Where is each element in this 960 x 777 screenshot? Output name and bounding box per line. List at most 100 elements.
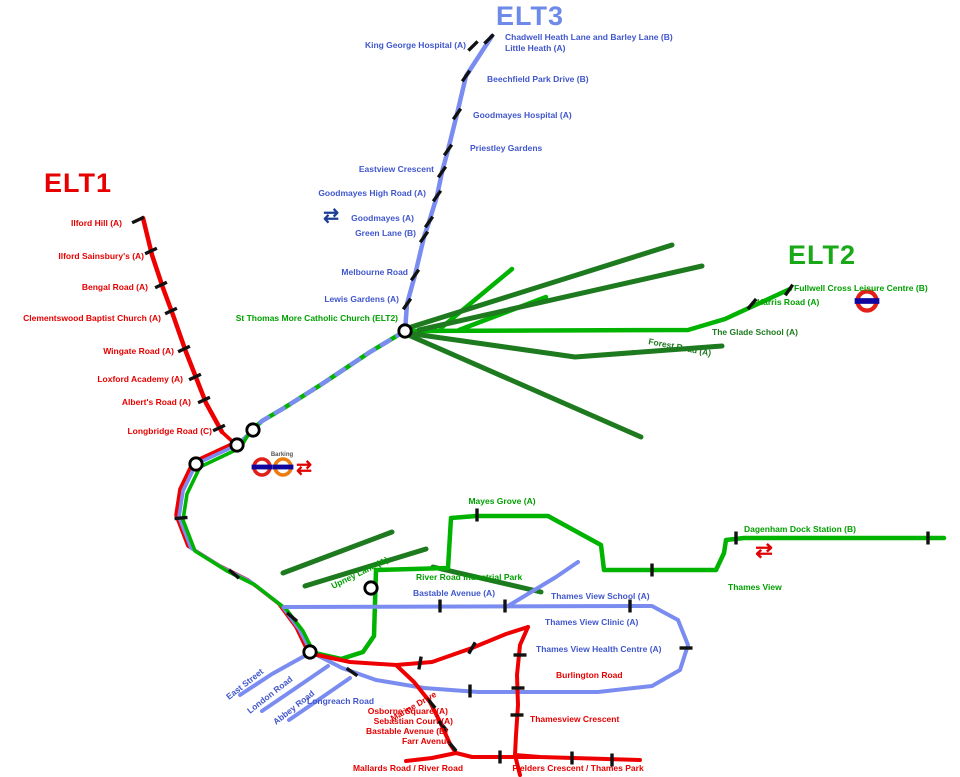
underground-roundel-icon <box>854 298 880 304</box>
interchange-circle <box>229 437 245 453</box>
stop-tick <box>467 641 477 655</box>
national-rail-icon: ⇄ <box>296 457 312 478</box>
stop-tick <box>425 696 437 710</box>
route-title-elt1: ELT1 <box>44 168 113 198</box>
map-label: Bastable Avenue (A) <box>413 588 495 598</box>
map-label: Upney Lane (A) <box>329 554 390 590</box>
interchange-circle <box>397 323 413 339</box>
map-label: Harris Road (A) <box>757 297 820 307</box>
stop-tick <box>423 215 435 229</box>
darkgreen-cross-3-line <box>430 564 544 595</box>
map-label: Green Lane (B) <box>355 228 416 238</box>
map-label: Loxford Academy (A) <box>97 374 183 384</box>
stop-tick <box>174 515 188 521</box>
stop-tick <box>401 297 413 311</box>
elt3-shared-west-dashes-line <box>247 328 408 435</box>
interchange-circle <box>363 580 379 596</box>
map-label: Clementswood Baptist Church (A) <box>23 313 161 323</box>
map-label: Ilford Hill (A) <box>71 218 122 228</box>
stop-tick <box>212 423 226 433</box>
route-title-elt3: ELT3 <box>496 1 565 31</box>
map-label: Burlington Road <box>556 670 623 680</box>
map-label: Priestley Gardens <box>470 143 543 153</box>
stop-tick <box>437 719 449 733</box>
darkgreen-cross-1-line <box>280 529 395 576</box>
map-label: Longreach Road <box>307 696 374 706</box>
map-label: Thamesview Crescent <box>530 714 619 724</box>
map-label: River Road Industrial Park <box>416 572 523 582</box>
stop-tick <box>783 283 795 297</box>
interchange-circle <box>302 644 318 660</box>
map-label: Dagenham Dock Station (B) <box>744 524 856 534</box>
elt1-south-branch-line <box>394 663 542 759</box>
darkgreen-east-line <box>404 330 725 360</box>
stop-tick <box>451 107 463 121</box>
map-label: Thames View Health Centre (A) <box>536 644 662 654</box>
map-label: King George Hospital (A) <box>365 40 466 50</box>
map-label: Melbourne Road <box>341 267 408 277</box>
map-label: Eastview Crescent <box>359 164 434 174</box>
stop-tick <box>154 280 168 290</box>
stop-tick <box>446 739 458 753</box>
overground-roundel-icon <box>272 464 294 470</box>
stop-tick <box>285 611 299 623</box>
stop-tick <box>460 69 472 83</box>
map-label: Osborne Square (A) <box>368 706 448 716</box>
map-label: Goodmayes Hospital (A) <box>473 110 572 120</box>
map-label: The Glade School (A) <box>712 327 798 337</box>
national-rail-icon: ⇄ <box>323 205 339 226</box>
map-label: Fielders Crescent / Thames Park <box>512 763 644 773</box>
darkgreen-ne-2-line <box>416 263 705 333</box>
stop-tick <box>467 40 479 52</box>
map-label: Mallards Road / River Road <box>353 763 463 773</box>
stop-tick <box>442 143 454 157</box>
map-label: Mayes Grove (A) <box>468 496 535 506</box>
elt1-south-line <box>306 625 530 667</box>
darkgreen-se-line <box>403 331 644 440</box>
stop-tick <box>417 656 423 670</box>
interchange-circle <box>188 456 204 472</box>
map-label: Thames View School (A) <box>551 591 650 601</box>
elt3-spur-sw-3-line <box>287 676 352 722</box>
map-label: Wingate Road (A) <box>103 346 174 356</box>
stop-tick <box>431 189 443 203</box>
interchange-circle <box>245 422 261 438</box>
elt2-south-loop-line <box>307 513 947 662</box>
map-label: Goodmayes (A) <box>351 213 414 223</box>
map-label: Beechfield Park Drive (B) <box>487 74 589 84</box>
map-label: Barking <box>271 452 294 458</box>
stop-tick <box>188 372 202 382</box>
map-label: St Thomas More Catholic Church (ELT2) <box>236 313 398 323</box>
elt3-spur-sw-1-line <box>238 652 310 697</box>
stop-tick <box>409 268 421 282</box>
map-label: Longbridge Road (C) <box>127 426 212 436</box>
stop-tick <box>418 230 430 244</box>
stop-tick <box>164 306 178 316</box>
stop-tick <box>746 297 758 311</box>
elt3-riser-line <box>506 560 580 608</box>
stop-tick <box>483 33 495 45</box>
map-label: Goodmayes High Road (A) <box>318 188 426 198</box>
stop-tick <box>144 246 158 256</box>
elt3-north-line <box>402 33 495 334</box>
elt1-river-spur-line <box>404 751 458 763</box>
route-title-elt2: ELT2 <box>788 240 857 270</box>
darkgreen-ne-1-line <box>405 242 675 331</box>
map-label: Ilford Sainsbury's (A) <box>58 251 144 261</box>
map-label: Thames View <box>728 582 782 592</box>
map-label: Little Heath (A) <box>505 43 566 53</box>
map-label: Chadwell Heath Lane and Barley Lane (B) <box>505 32 673 42</box>
darkgreen-cross-2-line <box>302 546 429 589</box>
map-label: Lewis Gardens (A) <box>324 294 399 304</box>
elt2-east-line <box>402 286 793 334</box>
elt1-south-vert-line <box>513 625 530 777</box>
elt1-bottom-right-line <box>513 753 642 762</box>
stop-tick <box>131 215 145 225</box>
map-label: Bengal Road (A) <box>82 282 148 292</box>
elt3-longreach-line <box>309 650 426 690</box>
green-spur-ne-1-line <box>438 266 515 331</box>
stop-tick <box>227 568 241 580</box>
map-label: Fullwell Cross Leisure Centre (B) <box>794 283 928 293</box>
